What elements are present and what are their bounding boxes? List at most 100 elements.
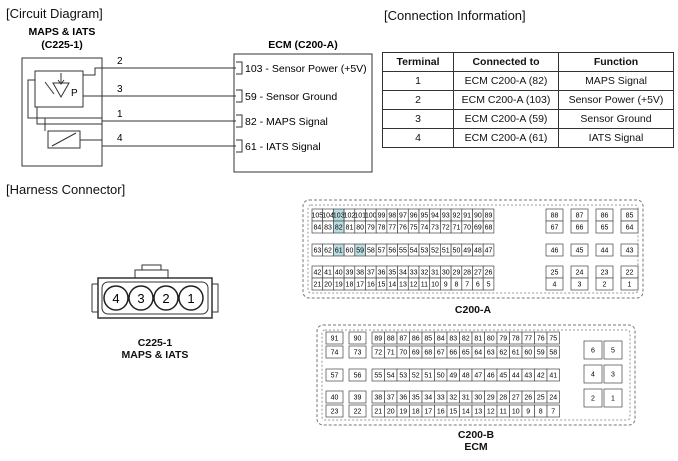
connector-pin-57: 57 xyxy=(325,368,344,382)
connector-pin-91: 91 xyxy=(325,331,344,345)
svg-text:7: 7 xyxy=(465,282,469,289)
ecm-line-sensor-power: 103 - Sensor Power (+5V) xyxy=(245,63,367,75)
svg-text:54: 54 xyxy=(387,373,395,380)
connector-pin-97: 97 xyxy=(397,208,409,222)
svg-text:65: 65 xyxy=(462,350,470,357)
svg-text:88: 88 xyxy=(387,336,395,343)
connector-pin-62: 62 xyxy=(322,243,334,257)
connector-pin-93: 93 xyxy=(440,208,452,222)
svg-text:77: 77 xyxy=(524,336,532,343)
connector-pin-52: 52 xyxy=(429,243,441,257)
cell-connected-to: ECM C200-A (103) xyxy=(453,90,559,110)
connector-pin-68: 68 xyxy=(482,220,495,234)
svg-text:103: 103 xyxy=(333,213,345,220)
connector-pin-49: 49 xyxy=(446,368,460,382)
svg-text:53: 53 xyxy=(399,373,407,380)
connector-pin-63: 63 xyxy=(311,243,324,257)
connector-pin-15: 15 xyxy=(446,404,460,418)
connector-pin-17: 17 xyxy=(354,277,366,291)
connector-pin-28: 28 xyxy=(496,390,510,404)
svg-text:59: 59 xyxy=(356,248,364,255)
connector-pin-84: 84 xyxy=(311,220,324,234)
svg-text:53: 53 xyxy=(420,248,428,255)
connector-pin-59: 59 xyxy=(534,345,548,359)
c200a-label: C200-A xyxy=(454,304,492,316)
connector-pin-45: 45 xyxy=(496,368,510,382)
svg-text:65: 65 xyxy=(601,225,609,232)
connector-pin-27: 27 xyxy=(472,265,484,279)
svg-text:33: 33 xyxy=(437,395,445,402)
ecm-box xyxy=(233,53,373,173)
svg-text:3: 3 xyxy=(137,291,144,306)
connector-pin-62: 62 xyxy=(496,345,510,359)
ecm-line-maps-signal: 82 - MAPS Signal xyxy=(245,116,328,128)
connector-pin-79: 79 xyxy=(365,220,377,234)
c225-pin: 4 xyxy=(103,285,129,311)
svg-text:52: 52 xyxy=(412,373,420,380)
connector-pin-31: 31 xyxy=(459,390,473,404)
cell-function: Sensor Ground xyxy=(558,109,674,129)
connector-pin-83: 83 xyxy=(446,331,460,345)
connector-pin-22: 22 xyxy=(348,404,367,418)
svg-text:92: 92 xyxy=(453,213,461,220)
svg-text:48: 48 xyxy=(462,373,470,380)
svg-text:35: 35 xyxy=(388,270,396,277)
connector-pin-32: 32 xyxy=(418,265,431,279)
svg-text:22: 22 xyxy=(626,270,634,277)
connector-pin-47: 47 xyxy=(482,243,495,257)
svg-text:27: 27 xyxy=(512,395,520,402)
connector-pin-39: 39 xyxy=(348,390,367,404)
connector-pin-31: 31 xyxy=(429,265,441,279)
connector-pin-53: 53 xyxy=(396,368,410,382)
connector-pin-90: 90 xyxy=(348,331,367,345)
connector-pin-4: 4 xyxy=(583,364,603,384)
connector-pin-99: 99 xyxy=(375,208,388,222)
svg-text:9: 9 xyxy=(526,409,530,416)
connector-pin-51: 51 xyxy=(421,368,435,382)
svg-text:68: 68 xyxy=(485,225,493,232)
connector-pin-27: 27 xyxy=(509,390,523,404)
svg-text:33: 33 xyxy=(410,270,418,277)
connector-pin-63: 63 xyxy=(484,345,498,359)
connector-pin-12: 12 xyxy=(407,277,420,291)
connector-pin-22: 22 xyxy=(620,265,639,279)
svg-text:8: 8 xyxy=(454,282,458,289)
connector-pin-78: 78 xyxy=(375,220,388,234)
table-row: 1 ECM C200-A (82) MAPS Signal xyxy=(382,71,674,91)
svg-text:4: 4 xyxy=(112,291,119,306)
connector-pin-61: 61 xyxy=(333,243,345,257)
table-row: 4 ECM C200-A (61) IATS Signal xyxy=(382,128,674,148)
svg-text:24: 24 xyxy=(549,395,557,402)
svg-text:44: 44 xyxy=(512,373,520,380)
svg-text:74: 74 xyxy=(420,225,428,232)
svg-text:5: 5 xyxy=(611,348,615,355)
svg-text:50: 50 xyxy=(453,248,461,255)
connector-pin-80: 80 xyxy=(484,331,498,345)
connector-pin-77: 77 xyxy=(521,331,535,345)
connector-pin-55: 55 xyxy=(371,368,385,382)
svg-text:32: 32 xyxy=(420,270,428,277)
connector-pin-77: 77 xyxy=(386,220,398,234)
connector-pin-28: 28 xyxy=(461,265,473,279)
table-header-row: Terminal Connected to Function xyxy=(382,52,674,72)
svg-text:11: 11 xyxy=(500,409,507,416)
svg-text:8: 8 xyxy=(539,409,543,416)
svg-text:70: 70 xyxy=(399,350,407,357)
svg-text:25: 25 xyxy=(551,270,559,277)
svg-text:105: 105 xyxy=(312,213,324,220)
connector-pin-87: 87 xyxy=(570,208,589,222)
connector-pin-53: 53 xyxy=(418,243,431,257)
svg-text:45: 45 xyxy=(499,373,507,380)
connector-pin-38: 38 xyxy=(371,390,385,404)
svg-text:21: 21 xyxy=(374,409,382,416)
connector-pin-46: 46 xyxy=(484,368,498,382)
connector-pin-48: 48 xyxy=(472,243,484,257)
connector-pin-59: 59 xyxy=(354,243,366,257)
connector-pin-40: 40 xyxy=(325,390,344,404)
svg-text:23: 23 xyxy=(601,270,609,277)
svg-text:30: 30 xyxy=(474,395,482,402)
connector-pin-1: 1 xyxy=(620,277,639,291)
svg-text:61: 61 xyxy=(335,248,343,255)
